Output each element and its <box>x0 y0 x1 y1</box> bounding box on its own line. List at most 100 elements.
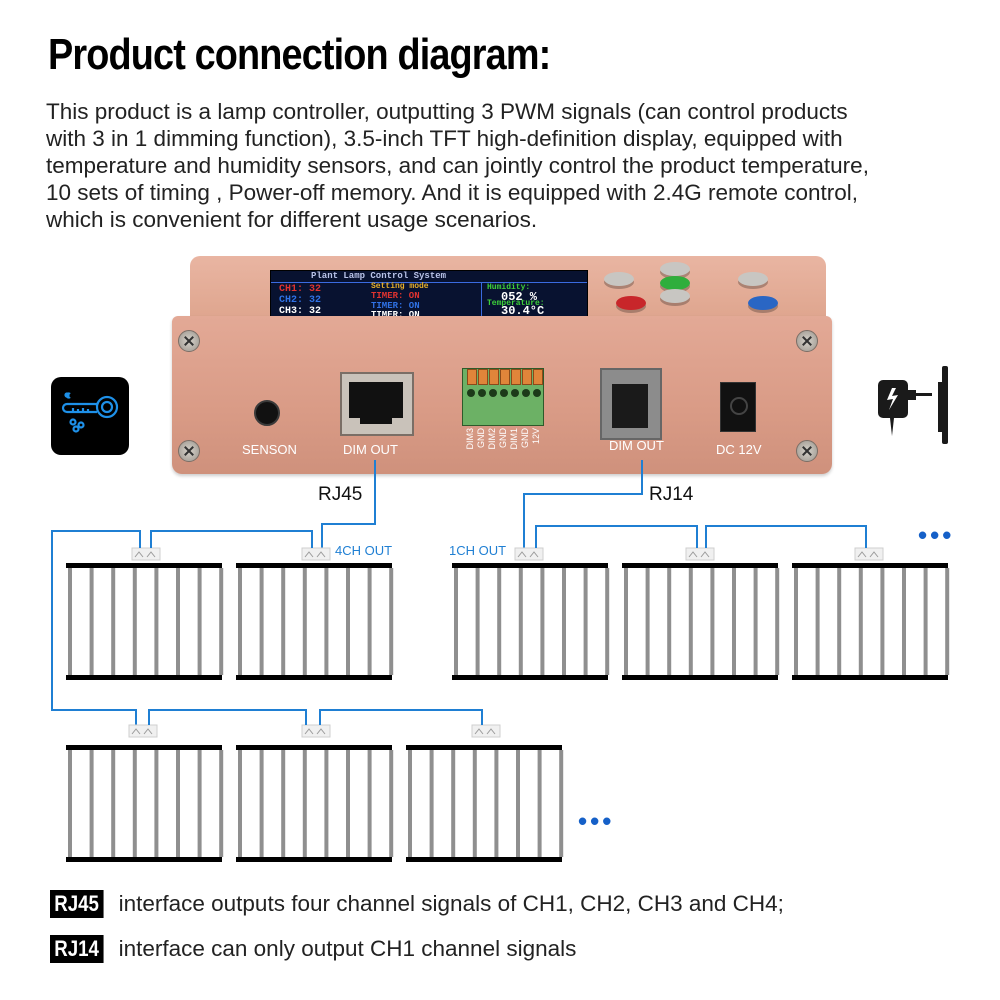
lamp-bar <box>945 568 950 675</box>
lamp-bar <box>497 568 502 675</box>
rj14-port[interactable] <box>600 368 662 440</box>
rj45-port-label: DIM OUT <box>343 442 398 457</box>
screw-icon <box>796 330 818 352</box>
red-button[interactable] <box>616 296 646 310</box>
lamp-connector-icon <box>131 547 161 561</box>
green-button[interactable] <box>660 276 690 290</box>
gray-button-1[interactable] <box>604 272 634 286</box>
lamp-connector-icon <box>514 547 544 561</box>
rj45-cable-label: RJ45 <box>318 484 363 505</box>
connector-glyph <box>134 551 156 558</box>
terminal-lever[interactable] <box>522 369 532 385</box>
terminal-pin-label: GND <box>476 428 486 448</box>
screen-header: Plant Lamp Control System <box>311 271 447 281</box>
terminal-pin-label: GND <box>520 428 530 448</box>
terminal-lever[interactable] <box>467 369 477 385</box>
tft-display: Plant Lamp Control System CH1: 32 CH2: 3… <box>270 270 588 318</box>
connector-glyph <box>857 551 879 558</box>
rj45-port[interactable] <box>340 372 414 436</box>
lamp-connector-icon <box>301 547 331 561</box>
lamp-bar <box>89 568 94 675</box>
daisy-chain-line <box>51 530 141 725</box>
intro-paragraph: This product is a lamp controller, outpu… <box>46 98 986 233</box>
lamp-bar <box>197 750 202 857</box>
screen-temperature-label: Temperature: <box>487 299 545 308</box>
lamp-bar <box>494 750 499 857</box>
lamp-bar <box>346 750 350 857</box>
rj45-badge: RJ45 <box>50 890 104 918</box>
lamp-bar <box>324 750 329 857</box>
lamp-top-bar <box>236 745 392 750</box>
terminal-block[interactable] <box>462 368 544 426</box>
rj45-cable-line <box>321 460 376 548</box>
note-text: interface outputs four channel signals o… <box>118 891 784 916</box>
lamp-bar <box>732 568 736 675</box>
lamp-top-bar <box>66 563 222 568</box>
connector-glyph <box>304 551 326 558</box>
terminal-lever[interactable] <box>500 369 510 385</box>
lamp-bar <box>540 568 545 675</box>
screen-ch2: CH2: 32 <box>279 295 322 306</box>
lamp-connector-icon <box>301 724 331 738</box>
lamp-bar <box>583 568 588 675</box>
terminal-lever[interactable] <box>478 369 488 385</box>
daisy-chain-line <box>705 525 867 548</box>
screen-mode: Setting mode <box>371 282 429 291</box>
sensor-port-label: SENSON <box>242 442 297 457</box>
lamp-bar <box>815 568 820 675</box>
blue-button[interactable] <box>748 296 778 310</box>
intro-line: This product is a lamp controller, outpu… <box>46 99 848 124</box>
lamp-bottom-bar <box>66 857 222 862</box>
lamp-top-bar <box>622 563 778 568</box>
intro-line: with 3 in 1 dimming function), 3.5-inch … <box>46 126 843 151</box>
lamp-bar <box>518 568 523 675</box>
gray-button-right[interactable] <box>738 272 768 286</box>
lamp-bottom-bar <box>622 675 778 680</box>
lamp-bar <box>367 750 372 857</box>
lamp-bar <box>68 750 72 857</box>
terminal-pin-hole <box>511 389 519 397</box>
rj14-cable-label: RJ14 <box>649 484 694 505</box>
dc-power-jack[interactable] <box>720 382 756 432</box>
lamp-bar <box>923 568 928 675</box>
lamp-bar <box>281 568 286 675</box>
terminal-pin-hole <box>533 389 541 397</box>
lamp-bar <box>238 568 242 675</box>
connector-glyph <box>474 728 496 735</box>
daisy-chain-line <box>535 525 698 548</box>
lamp-bar <box>516 750 520 857</box>
lamp-bar <box>667 568 672 675</box>
intro-line: which is convenient for different usage … <box>46 207 538 232</box>
terminal-lever[interactable] <box>511 369 521 385</box>
gray-button-mid[interactable] <box>660 289 690 303</box>
lamp-bar <box>710 568 715 675</box>
lamp-bar <box>89 750 94 857</box>
lamp-bar <box>408 750 412 857</box>
lamp-top-bar <box>452 563 608 568</box>
terminal-pin-hole <box>500 389 508 397</box>
lamp-bar <box>688 568 693 675</box>
screen-timer1: TIMER: ON <box>371 291 420 301</box>
dc-port-label: DC 12V <box>716 442 762 457</box>
more-lamps-ellipsis: ••• <box>918 520 955 550</box>
terminal-lever[interactable] <box>533 369 543 385</box>
lamp-bar <box>346 568 350 675</box>
lamp-bar <box>902 568 906 675</box>
screw-icon <box>178 440 200 462</box>
lamp-bar <box>302 750 307 857</box>
terminal-pin-hole <box>467 389 475 397</box>
4ch-out-label: 4CH OUT <box>335 543 393 558</box>
lamp-bar <box>219 568 224 675</box>
sensor-jack[interactable] <box>254 400 280 426</box>
lamp-bar <box>559 750 564 857</box>
lamp-connector-icon <box>471 724 501 738</box>
gray-button-top[interactable] <box>660 262 690 276</box>
lamp-bar <box>858 568 863 675</box>
lamp-bottom-bar <box>66 675 222 680</box>
lamp-bar <box>537 750 542 857</box>
lamp-top-bar <box>792 563 948 568</box>
terminal-lever[interactable] <box>489 369 499 385</box>
lamp-top-bar <box>66 745 222 750</box>
lamp-bar <box>219 750 224 857</box>
lamp-connector-icon <box>128 724 158 738</box>
